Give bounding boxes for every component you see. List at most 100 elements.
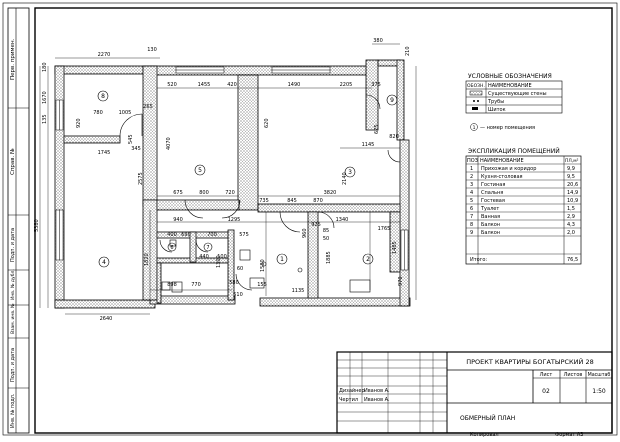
sheet-number: 02 <box>542 388 550 395</box>
dim-1300: 1300 <box>216 255 222 268</box>
dim-2140: 2140 <box>342 172 348 185</box>
dim-520: 520 <box>167 82 177 88</box>
scale-value: 1:50 <box>592 388 606 395</box>
dim-970: 970 <box>398 276 404 286</box>
stamp-label-4: Инв. № дубл. <box>10 269 16 300</box>
dim-5380: 5380 <box>34 219 40 232</box>
dim-960: 960 <box>302 228 308 238</box>
dim-265: 265 <box>143 104 153 110</box>
dim-155: 155 <box>257 282 267 288</box>
row-2-pos: 2 <box>470 174 473 180</box>
dim-1455: 1455 <box>198 82 211 88</box>
explication-table: ЭКСПЛИКАЦИЯ ПОМЕЩЕНИЙ ПОЗ НАИМЕНОВАНИЕ П… <box>465 148 582 265</box>
inner-frame <box>34 7 613 434</box>
dim-770: 770 <box>191 282 201 288</box>
dim-1340: 1340 <box>336 217 349 223</box>
panel-symbol <box>472 107 478 110</box>
dim-420: 420 <box>227 82 237 88</box>
room-number-5: 5 <box>198 167 202 174</box>
room-numbers: 8 5 3 9 4 1 2 6 7 <box>101 93 394 266</box>
row-6-area: 1,5 <box>567 206 575 212</box>
fixtures <box>161 239 371 293</box>
row-3-name: Гостиная <box>481 182 505 188</box>
row-3-pos: 3 <box>470 182 473 188</box>
dim-575: 575 <box>239 232 249 238</box>
dim-925: 925 <box>311 222 321 228</box>
dim-1135: 1135 <box>292 288 305 294</box>
row-4-pos: 4 <box>470 190 473 196</box>
dim-940: 940 <box>173 217 183 223</box>
dim-3820: 3820 <box>324 190 337 196</box>
dim-845: 845 <box>287 198 297 204</box>
title-block <box>336 351 613 434</box>
room-number-3: 3 <box>348 169 352 176</box>
row-8-name: Балкон <box>481 222 500 228</box>
explication-header-area: ПЛ,м² <box>565 158 579 164</box>
row-2-name: Кухня-столовая <box>481 174 523 180</box>
dim-1765: 1765 <box>378 226 391 232</box>
row-1-area: 9,9 <box>567 166 575 172</box>
dim-625: 625 <box>374 124 380 134</box>
drawing-name: ОБМЕРНЫЙ ПЛАН <box>460 415 515 422</box>
legend: УСЛОВНЫЕ ОБОЗНАЧЕНИЯ ОБОЗН. НАИМЕНОВАНИЕ… <box>465 73 563 131</box>
dim-85: 85 <box>323 228 329 234</box>
dim-1485: 1485 <box>392 241 398 254</box>
row-7-area: 2,9 <box>567 214 575 220</box>
row-5-area: 10,9 <box>567 198 578 204</box>
room-number-symbol <box>470 123 478 131</box>
row-6-name: Туалет <box>480 206 499 212</box>
dim-4070: 4070 <box>166 137 172 150</box>
dim-720: 720 <box>225 190 235 196</box>
dim-1005: 1005 <box>119 110 132 116</box>
explication-rows: 1 Прихожая и коридор 9,9 2 Кухня-столова… <box>470 166 578 263</box>
room-number-9: 9 <box>390 97 394 104</box>
row-9-area: 2,0 <box>567 230 575 236</box>
dim-898: 898 <box>167 282 177 288</box>
dim-2205: 2205 <box>340 82 353 88</box>
row-8-area: 4,3 <box>567 222 575 228</box>
sheet-col: Лист <box>540 372 553 378</box>
stamp-label-3: Подп. и дата <box>10 228 16 262</box>
dim-1670: 1670 <box>42 91 48 104</box>
legend-item-pipes: Трубы <box>487 99 504 105</box>
room-number-8: 8 <box>101 93 105 100</box>
row-1-pos: 1 <box>470 166 473 172</box>
dim-1145: 1145 <box>362 142 375 148</box>
dim-920: 920 <box>76 118 82 128</box>
dim-870: 870 <box>313 198 323 204</box>
dim-440: 440 <box>199 254 209 260</box>
row-4-area: 14,9 <box>567 190 578 196</box>
pipe-symbol <box>473 100 475 102</box>
dim-1580: 1580 <box>260 259 266 272</box>
legend-item-panel: Шиток <box>488 107 506 113</box>
row-5-pos: 5 <box>470 198 473 204</box>
row-7-name: Ванная <box>481 214 500 220</box>
walls <box>54 59 411 309</box>
row-3-area: 20,6 <box>567 182 578 188</box>
dim-700: 700 <box>207 232 217 238</box>
dim-2575: 2575 <box>138 172 144 185</box>
stamp-label-2: Справ. № <box>10 148 16 175</box>
room-markers <box>97 90 398 268</box>
dim-400: 400 <box>167 232 177 238</box>
row-9-name: Балкон <box>481 230 500 236</box>
format-label: Формат А3 <box>555 432 583 438</box>
dim-820: 820 <box>389 134 399 140</box>
dim-1295: 1295 <box>228 217 241 223</box>
legend-col-symbol: ОБОЗН. <box>467 83 485 89</box>
dim-1490: 1490 <box>288 82 301 88</box>
room-number-1: 1 <box>280 256 284 263</box>
copied-label: Копировал <box>470 432 499 438</box>
project-title: ПРОЕКТ КВАРТИРЫ БОГАТЫРСКИЙ 28 <box>466 357 594 366</box>
legend-title: УСЛОВНЫЕ ОБОЗНАЧЕНИЯ <box>468 73 552 80</box>
total-label: Итого: <box>470 257 487 263</box>
dim-180: 180 <box>42 62 48 72</box>
dim-690: 690 <box>181 232 191 238</box>
legend-col-name: НАИМЕНОВАНИЕ <box>488 83 532 89</box>
dim-735: 735 <box>259 198 269 204</box>
windows <box>55 66 409 271</box>
role-designer: Дизайнер <box>339 387 365 394</box>
dimension-texts: 2270 130 380 210 520 1455 420 1490 2205 … <box>34 38 411 322</box>
dim-580: 580 <box>229 280 239 286</box>
